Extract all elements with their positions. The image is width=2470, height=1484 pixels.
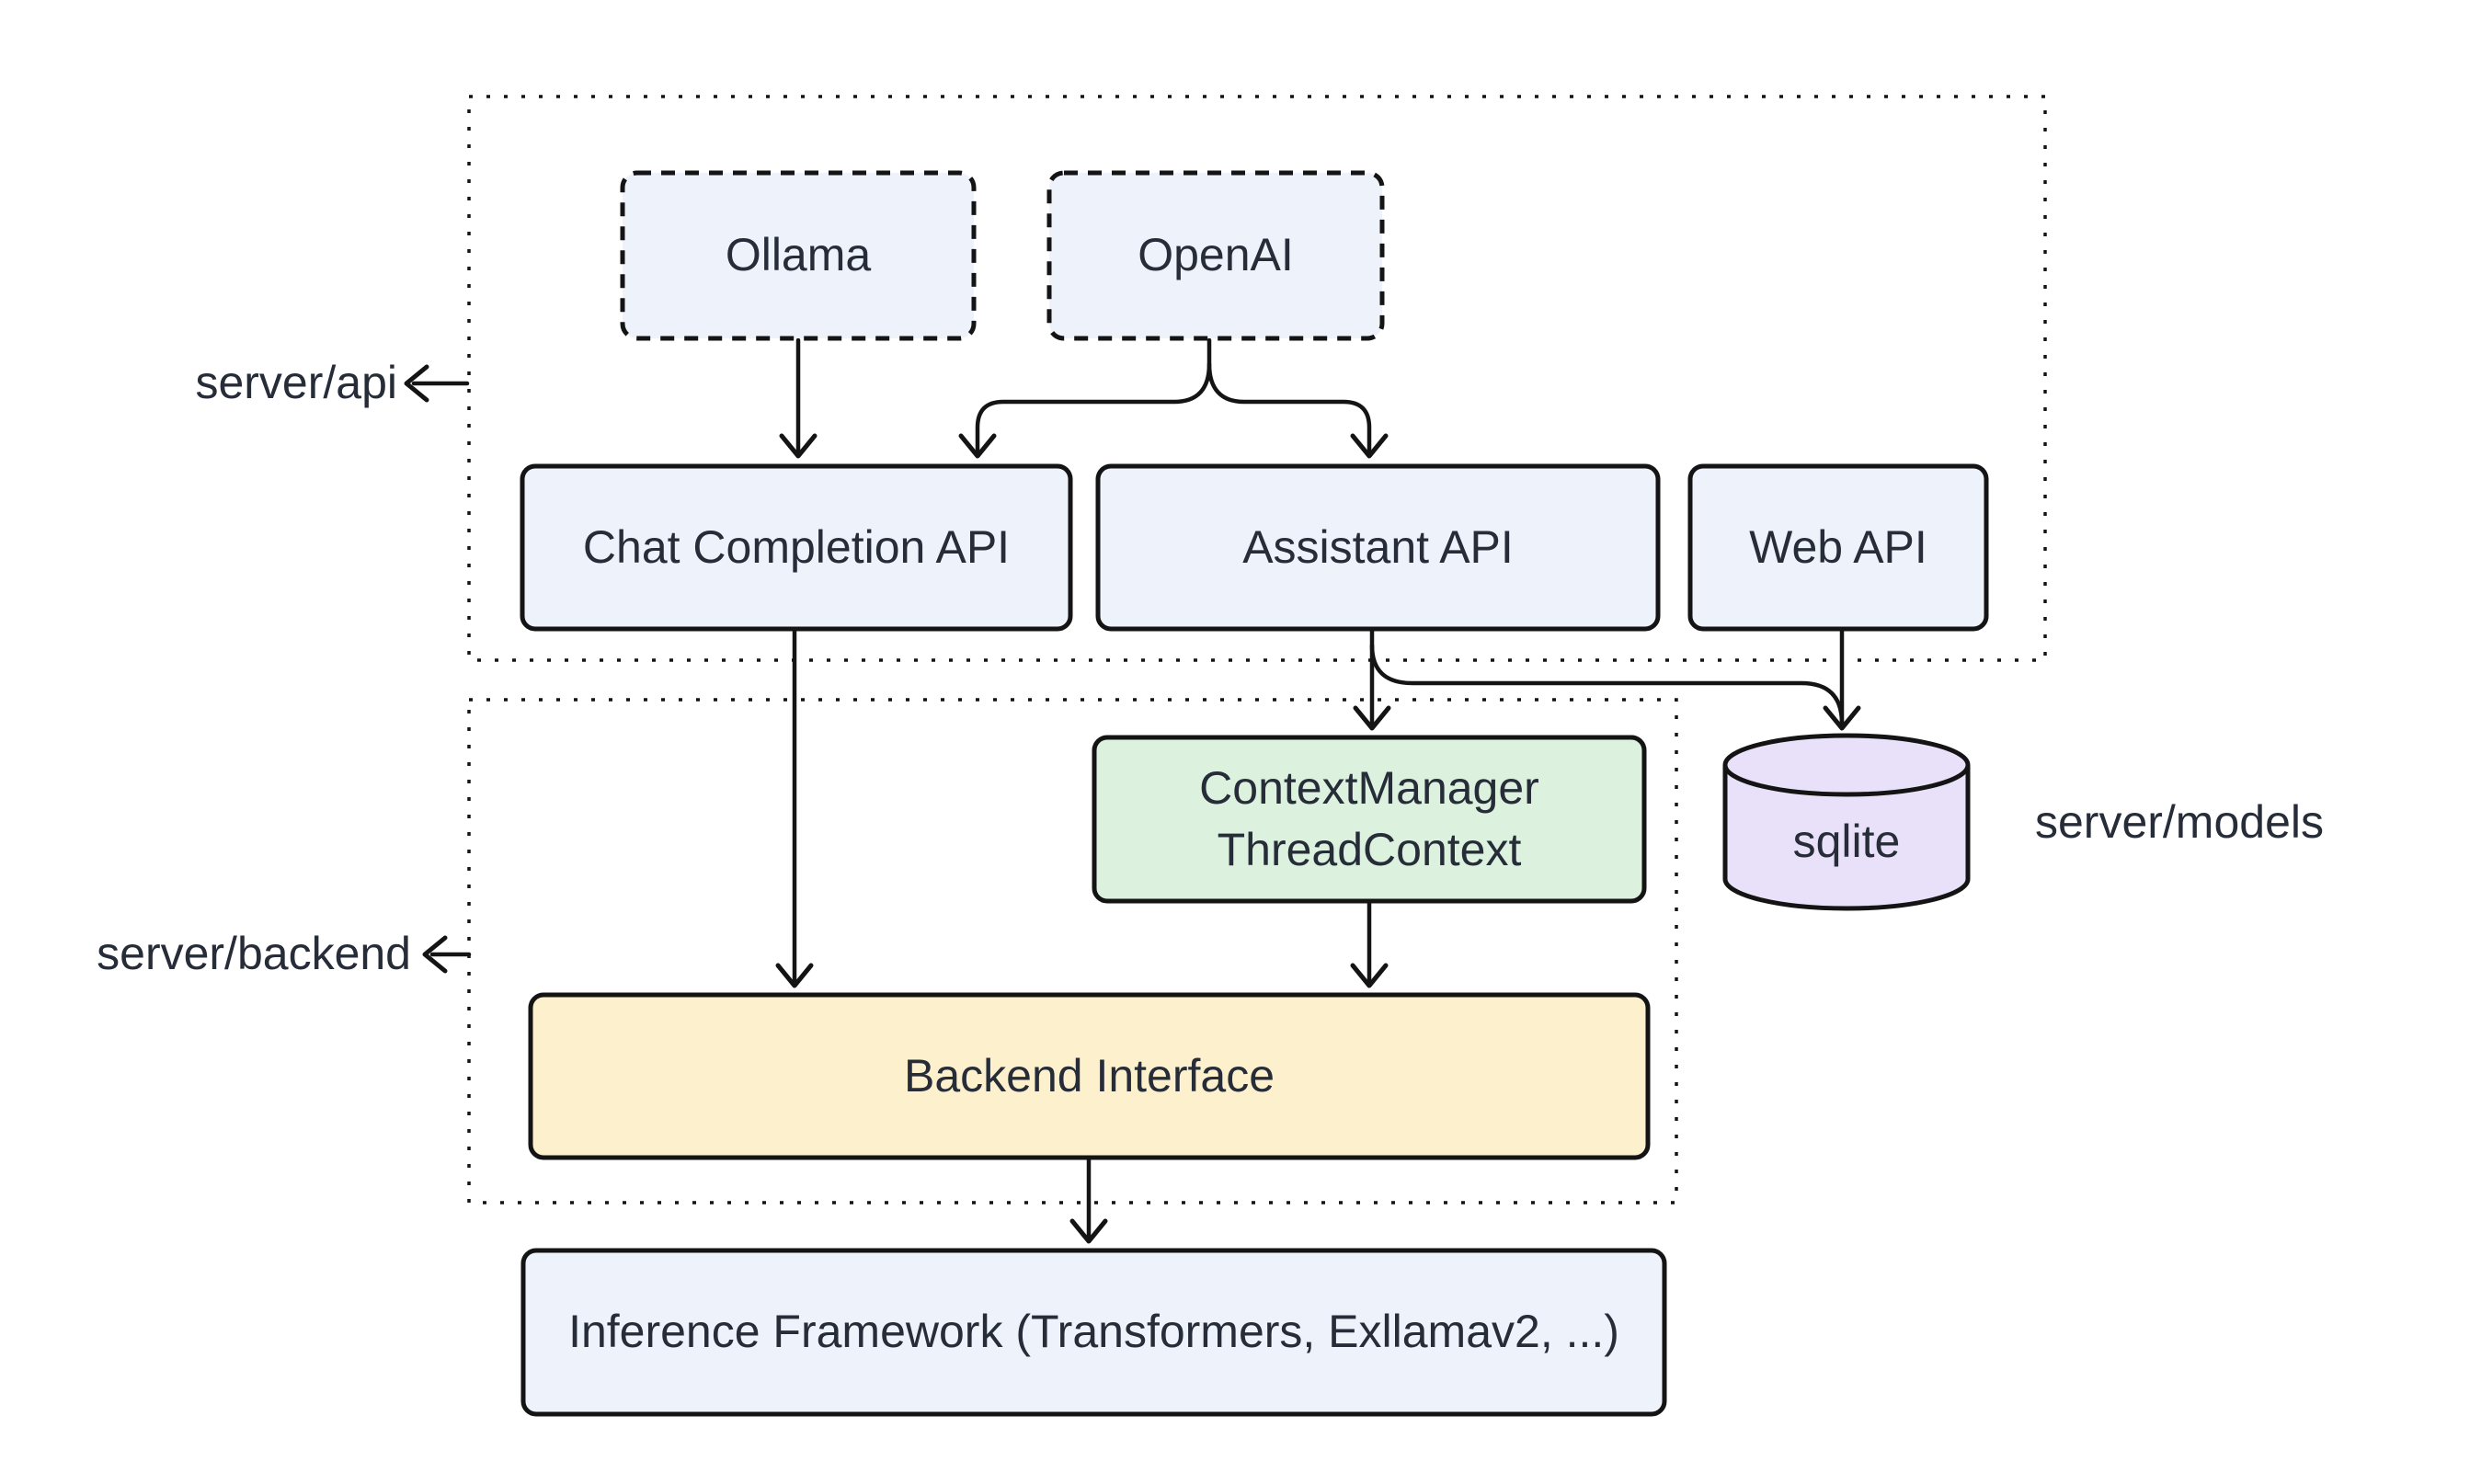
edge-openai-to-chat: [975, 337, 1212, 453]
contextmanager-node-label: ContextManager ThreadContext: [1094, 737, 1644, 901]
edge-webapi-to-sqlite-arrowhead: [1823, 705, 1861, 731]
openai-node-shape: [1046, 170, 1385, 341]
edge-openai-to-assistant-arrowhead: [1350, 433, 1389, 459]
edge-openai-to-chat-arrowhead: [958, 433, 997, 459]
edge-assistant-to-contextmanager-arrowhead: [1353, 705, 1391, 731]
edge-backend-interface-to-inference-arrowhead: [1069, 1218, 1108, 1244]
backend-interface-node-shape: [528, 992, 1651, 1160]
assistant-api-node-shape: [1095, 463, 1661, 632]
backend-interface-node-label: Backend Interface: [903, 1049, 1275, 1102]
contextmanager-line2: ThreadContext: [1217, 824, 1522, 875]
edge-contextmanager-to-backend-interface-arrowhead: [1350, 963, 1389, 988]
assistant-api-node-label: Assistant API: [1242, 520, 1514, 573]
sqlite-node-label: sqlite: [1792, 816, 1901, 868]
edge-assistant-to-sqlite: [1369, 643, 1845, 726]
contextmanager-node-shape: [1092, 735, 1647, 904]
chat-completion-api-node-shape: [520, 463, 1073, 632]
ollama-node-shape: [620, 170, 977, 341]
inference-framework-node-shape: [520, 1248, 1667, 1417]
edge-openai-to-assistant: [1206, 361, 1372, 453]
edge-chat-to-backend-interface-arrowhead: [775, 963, 814, 988]
server-api-group-outline: [467, 95, 2047, 662]
server-backend-label-arrowhead: [422, 935, 448, 974]
server-backend-group-label: server/backend: [97, 928, 411, 980]
contextmanager-line1: ContextManager: [1199, 761, 1539, 814]
edge-ollama-to-chat-arrowhead: [779, 433, 818, 459]
sqlite-cylinder: [1722, 733, 1971, 911]
inference-framework-node-label: Inference Framework (Transformers, Exlla…: [568, 1306, 1619, 1358]
server-models-group-label: server/models: [2035, 796, 2324, 849]
sqlite-cylinder-top: [1722, 733, 1971, 797]
ollama-node-label: Ollama: [725, 229, 872, 281]
openai-node-label: OpenAI: [1138, 229, 1294, 281]
server-api-label-arrowhead: [404, 364, 429, 403]
server-api-group-label: server/api: [195, 357, 397, 409]
chat-completion-api-node-label: Chat Completion API: [582, 520, 1011, 573]
web-api-node-label: Web API: [1749, 520, 1927, 573]
web-api-node-shape: [1687, 463, 1989, 632]
sqlite-cylinder-body: [1722, 765, 1971, 911]
